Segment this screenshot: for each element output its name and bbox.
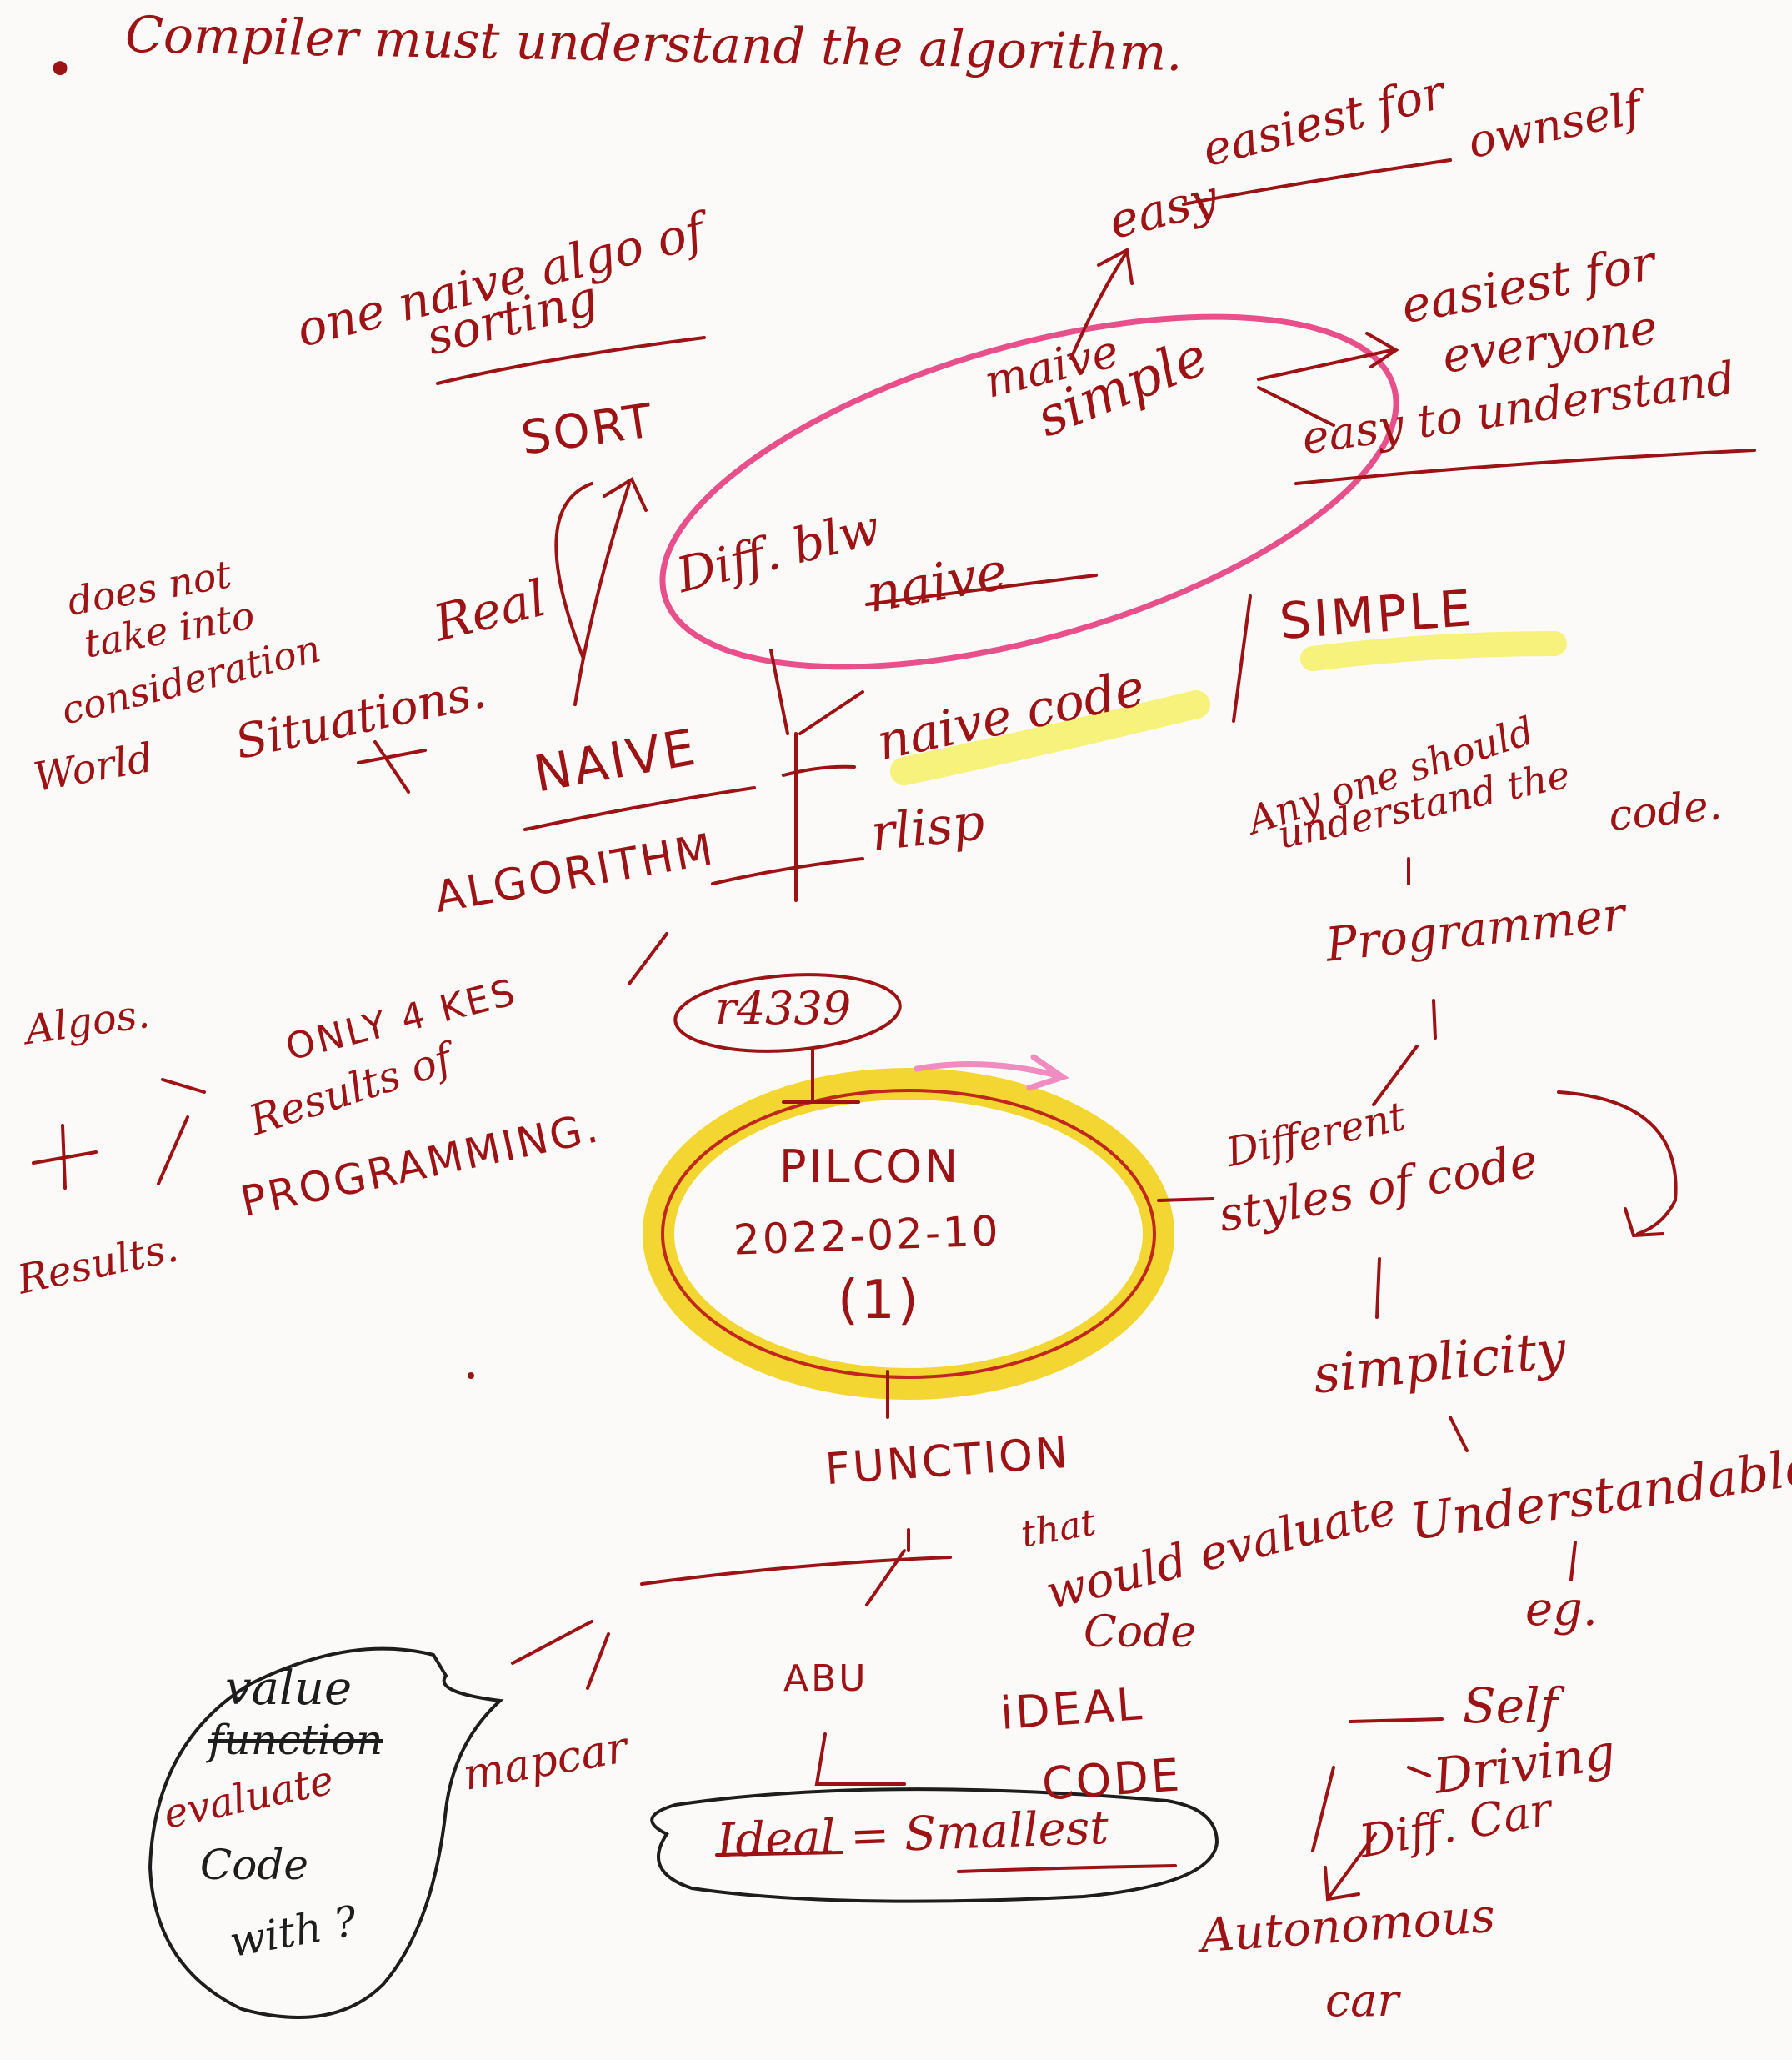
pilcon-highlight-ring — [643, 1068, 1174, 1400]
underline-sorting — [436, 336, 706, 385]
label-eg: eg. — [1525, 1582, 1598, 1636]
label-plus: + — [29, 1117, 36, 1126]
underline-smallest — [957, 1864, 1177, 1873]
line-algo-slash — [628, 932, 668, 985]
line-pilcon-different — [1157, 1197, 1214, 1202]
line-results-arrow — [161, 1078, 206, 1094]
bubble-value: value — [225, 1662, 353, 1716]
pilcon-number: (1) — [838, 1270, 921, 1331]
line-hub-horiz-2 — [711, 857, 864, 885]
label-code-caps: CODE — [1039, 1748, 1184, 1811]
line-sort-arrow — [573, 477, 648, 706]
bubble-code: Code — [200, 1841, 308, 1889]
r4339-ellipse — [673, 973, 902, 1053]
line-autonomous-arrow — [1324, 1832, 1377, 1902]
line-diff-car-slash — [1311, 1766, 1335, 1852]
label-abu: ABU — [783, 1657, 868, 1700]
line-pink-to-hub — [769, 649, 789, 735]
highlight-naive-code — [890, 690, 1210, 785]
value-function-bubble — [148, 1646, 504, 2019]
label-ideal: iDEAL — [998, 1677, 1146, 1740]
line-understand-eg — [1569, 1541, 1577, 1581]
label-self: Self — [1463, 1677, 1559, 1734]
line-branch-mapcar-2 — [586, 1632, 610, 1690]
line-simplicity-understand — [1449, 1416, 1469, 1452]
line-slash-simple — [1232, 594, 1252, 723]
pilcon-date: 2022-02-10 — [733, 1206, 1002, 1265]
line-abu-ideal — [814, 1732, 906, 1786]
label-rlisp: rlisp — [868, 793, 988, 863]
bubble-function: function — [208, 1716, 383, 1764]
line-programmer-diff — [1372, 999, 1437, 1106]
label-r4339: r4339 — [715, 982, 852, 1035]
line-hub-horiz-1 — [782, 764, 856, 777]
line-hub-naivecode — [798, 690, 864, 735]
pink-ellipse — [659, 313, 1399, 670]
line-simple-to-easiest — [1257, 332, 1399, 381]
label-simple-caps: SIMPLE — [1277, 579, 1476, 652]
underline-easiest-ownself — [1182, 158, 1452, 206]
line-plus-v — [61, 1124, 67, 1190]
line-function-branch — [640, 1556, 952, 1586]
underline-ideal-small — [715, 1851, 843, 1857]
line-results-slash — [157, 1115, 189, 1185]
pilcon-title: PILCON — [779, 1140, 961, 1193]
line-styles-simplicity — [1375, 1257, 1381, 1319]
underline-naive-sm — [865, 574, 1098, 606]
line-driving-arrow — [1407, 1766, 1431, 1777]
pilcon-ellipse — [661, 1089, 1156, 1379]
line-x-mark — [357, 740, 427, 794]
highlight-simple — [1300, 631, 1567, 671]
line-easy-arrow — [1069, 247, 1134, 360]
label-car: car — [1325, 1974, 1399, 2027]
header-bullet: • — [46, 41, 75, 98]
line-simple-to-understand — [1257, 386, 1335, 427]
ideal-smallest-oval — [650, 1787, 1219, 1903]
line-self-dash — [1349, 1717, 1444, 1723]
pink-arrow — [914, 1054, 1069, 1091]
underline-easy-to-understand — [1294, 449, 1756, 485]
line-real-arrow — [554, 482, 593, 660]
line-branch-abu — [865, 1549, 906, 1606]
line-branch-mapcar-1 — [511, 1620, 593, 1665]
label-code-mid: Code — [1084, 1607, 1197, 1657]
underline-naive-algo — [523, 786, 756, 831]
line-diff-loop-arrow — [1557, 1090, 1678, 1238]
dot-decor-1 — [468, 1372, 474, 1379]
